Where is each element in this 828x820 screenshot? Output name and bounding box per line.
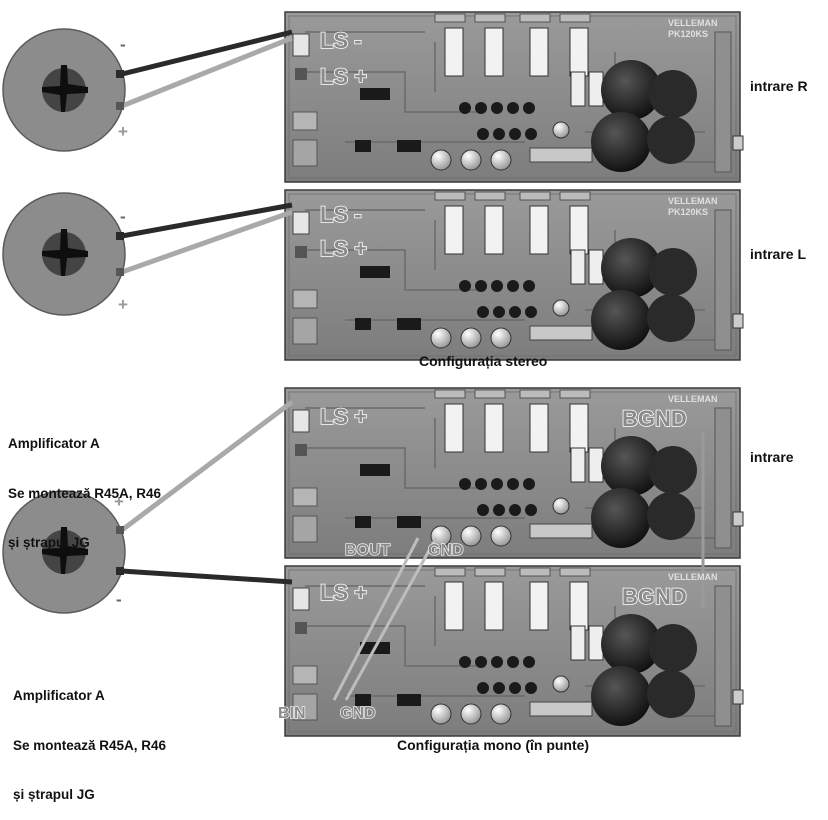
amplifier-a-note: Amplificator A Se montează R45A, R46 și … — [8, 403, 161, 568]
board-model: PK120KS — [668, 207, 708, 217]
speaker-left — [3, 193, 125, 315]
wire-r-minus — [122, 32, 292, 74]
ls-minus-label: LS - — [320, 202, 362, 227]
polarity-minus: - — [120, 35, 126, 54]
amplifier-b-jumper: și ștrapul JG — [13, 787, 166, 804]
board-brand: VELLEMAN — [668, 196, 718, 206]
board-model: PK120KS — [668, 29, 708, 39]
wire-bridge-minus — [122, 571, 292, 582]
gnd-label: GND — [428, 542, 464, 559]
board-brand: VELLEMAN — [668, 18, 718, 28]
polarity-minus: - — [116, 590, 122, 609]
ls-plus-label: LS + — [320, 404, 367, 429]
board-brand: VELLEMAN — [668, 572, 718, 582]
caption-stereo: Configurația stereo — [419, 353, 547, 369]
amplifier-a-title: Amplificator A — [8, 436, 161, 453]
bout-label: BOUT — [345, 542, 391, 559]
input-label-left: intrare L — [750, 246, 806, 262]
bgnd-label: BGND — [622, 584, 687, 609]
polarity-plus: + — [118, 295, 128, 314]
caption-mono: Configurația mono (în punte) — [397, 737, 589, 753]
speaker-right — [3, 29, 125, 151]
bin-label: BIN — [278, 705, 306, 722]
ls-plus-label: LS + — [320, 580, 367, 605]
input-label-right: intrare R — [750, 78, 808, 94]
amplifier-a-resistors: Se montează R45A, R46 — [8, 486, 161, 503]
amplifier-b-resistors: Se montează R45A, R46 — [13, 738, 166, 755]
amplifier-b-title: Amplificator A — [13, 688, 166, 705]
ls-minus-label: LS - — [320, 28, 362, 53]
input-label-mono: intrare — [750, 449, 794, 465]
bgnd-label: BGND — [622, 406, 687, 431]
wire-r-plus — [122, 38, 292, 106]
amplifier-b-note: Amplificator A Se montează R45A, R46 și … — [13, 655, 166, 820]
polarity-minus: - — [120, 207, 126, 226]
board-brand: VELLEMAN — [668, 394, 718, 404]
polarity-plus: + — [118, 122, 128, 141]
gnd-label: GND — [340, 705, 376, 722]
amplifier-a-jumper: și ștrapul JG — [8, 535, 161, 552]
ls-plus-label: LS + — [320, 64, 367, 89]
ls-plus-label: LS + — [320, 236, 367, 261]
diagram-canvas: VELLEMAN PK120KS LS - LS + VELLEMAN PK12… — [0, 0, 828, 753]
